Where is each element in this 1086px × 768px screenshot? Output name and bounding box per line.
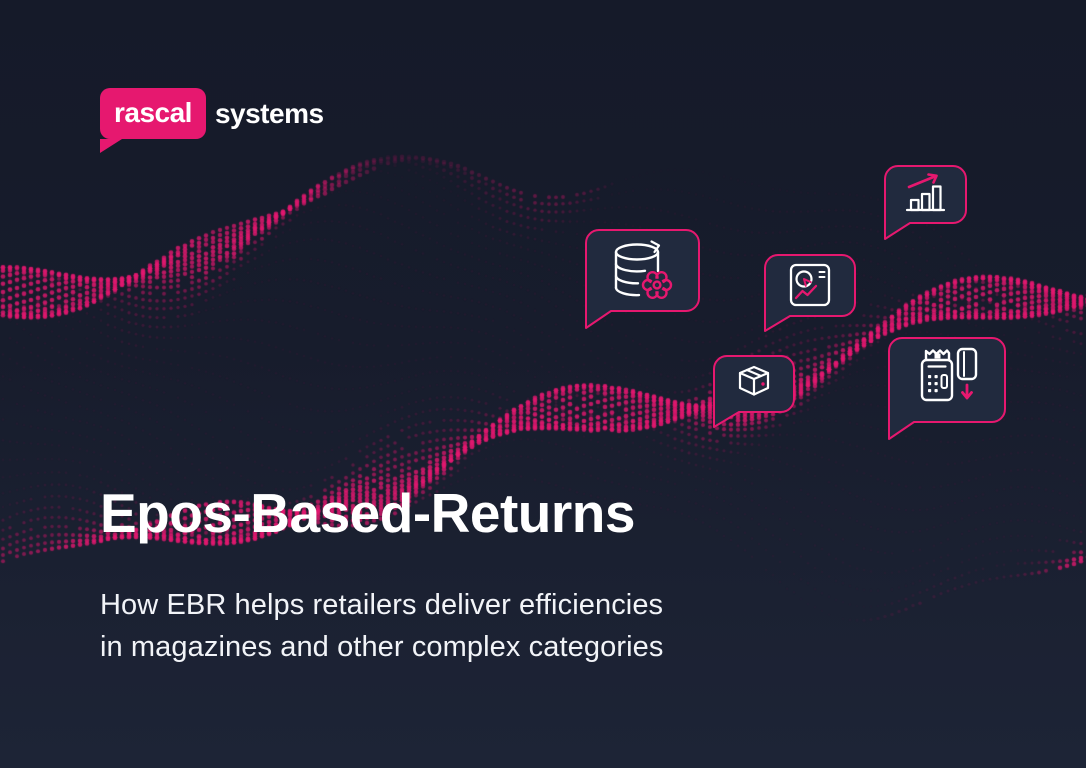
- package-box-icon: [738, 365, 770, 396]
- logo-speech-bubble: rascal: [100, 88, 206, 153]
- epos-terminal-returns-icon: [920, 347, 978, 402]
- database-gear-icon: [614, 240, 673, 299]
- logo-brand-text: rascal: [114, 97, 192, 128]
- package-dot: [761, 382, 765, 386]
- subtitle-line-1: How EBR helps retailers deliver efficien…: [100, 589, 664, 621]
- data-processing-bubble: [585, 229, 700, 329]
- rascal-systems-logo: rascal systems: [100, 88, 324, 153]
- growth-chart-bubble: [884, 165, 967, 240]
- package-bubble: [713, 355, 795, 428]
- hero-block: Epos-Based-Returns How EBR helps retaile…: [100, 486, 663, 668]
- subtitle-line-2: in magazines and other complex categorie…: [100, 631, 664, 664]
- epos-returns-bubble: [888, 337, 1006, 440]
- page-title: Epos-Based-Returns: [100, 482, 635, 544]
- logo-suffix-text: systems: [214, 97, 324, 129]
- dashboard-report-icon: [789, 263, 831, 307]
- bar-chart-growth-icon: [905, 173, 946, 212]
- gear-glyph: [641, 271, 673, 299]
- dashboard-report-bubble: [764, 254, 856, 332]
- keypad-dots: [928, 375, 938, 393]
- page-subtitle: How EBR helps retailers deliver efficien…: [100, 584, 663, 668]
